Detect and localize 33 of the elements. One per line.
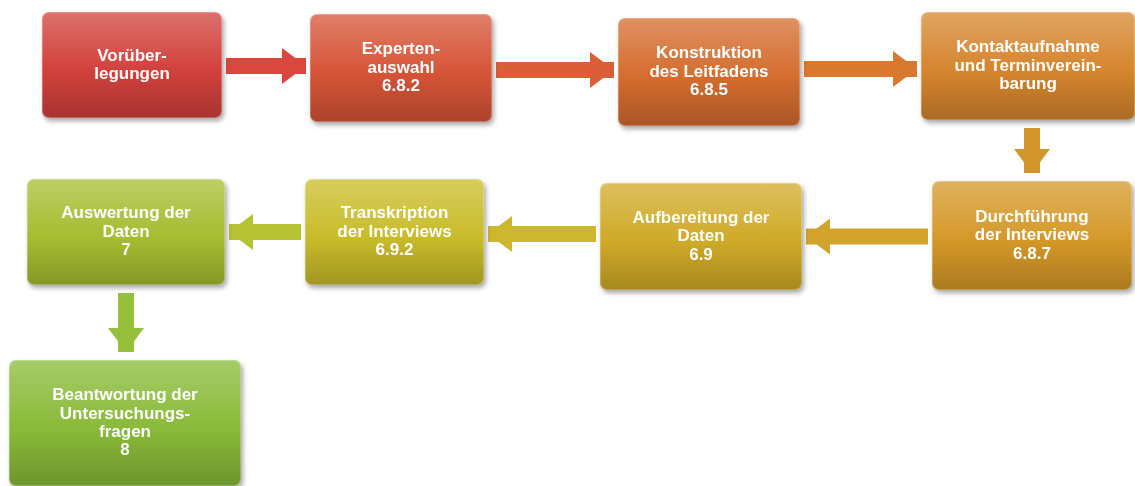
section-number: 6.9 [689,245,713,265]
section-number: 7 [121,241,131,260]
process-box [600,183,802,290]
section-number: 8 [120,441,130,460]
section-number: 6.8.5 [690,81,728,100]
block-arrow [108,293,144,352]
section-number: 6.8.7 [1013,244,1051,264]
block-arrow [806,218,928,255]
block-arrow [226,48,306,84]
process-box [921,12,1135,120]
step-label: Transkription der Interviews [336,204,453,242]
step-label: Aufbereitung der Daten [631,208,771,246]
process-box [42,12,222,118]
step-label: Vorüber- legungen [93,46,171,84]
block-arrow [496,52,614,88]
section-number: 6.8.2 [382,77,420,96]
step-label: Experten- auswahl [360,40,442,78]
step-label: Beantwortung der Untersuchungs- fragen [51,386,199,442]
block-arrow [229,214,301,250]
step-label: Konstruktion des Leitfadens [648,44,770,82]
step-label: Kontaktaufnahme und Terminverein- barung [953,38,1103,94]
process-box [618,18,800,126]
process-box [310,14,492,122]
section-number: 6.9.2 [375,241,414,260]
process-box [27,179,225,285]
block-arrow [804,51,917,87]
process-box [9,360,241,486]
step-label: Auswertung der Daten [60,204,192,242]
block-arrow [1014,128,1050,173]
process-box [305,179,484,285]
step-label: Durchführung der Interviews [973,207,1091,245]
block-arrow [488,216,596,252]
process-box [932,181,1132,290]
